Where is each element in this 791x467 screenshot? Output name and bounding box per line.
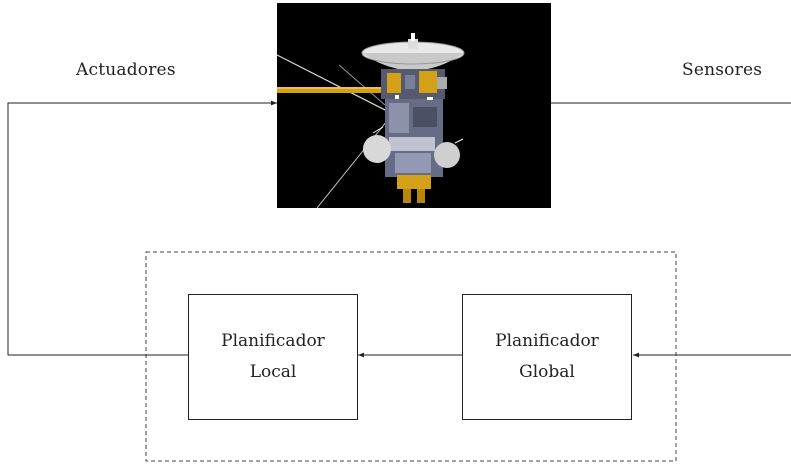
local-planner-line1: Planificador bbox=[221, 331, 325, 351]
global-planner-box: Planificador Global bbox=[462, 294, 632, 420]
global-planner-line1: Planificador bbox=[495, 331, 599, 351]
local-planner-line2: Local bbox=[249, 362, 297, 382]
global-planner-line2: Global bbox=[519, 362, 575, 382]
controller-boundary bbox=[145, 251, 677, 462]
sensors-label: Sensores bbox=[682, 60, 763, 80]
local-planner-box: Planificador Local bbox=[188, 294, 358, 420]
actuators-label: Actuadores bbox=[76, 60, 176, 80]
spacecraft-image bbox=[277, 3, 551, 208]
actuators-line bbox=[7, 100, 277, 356]
